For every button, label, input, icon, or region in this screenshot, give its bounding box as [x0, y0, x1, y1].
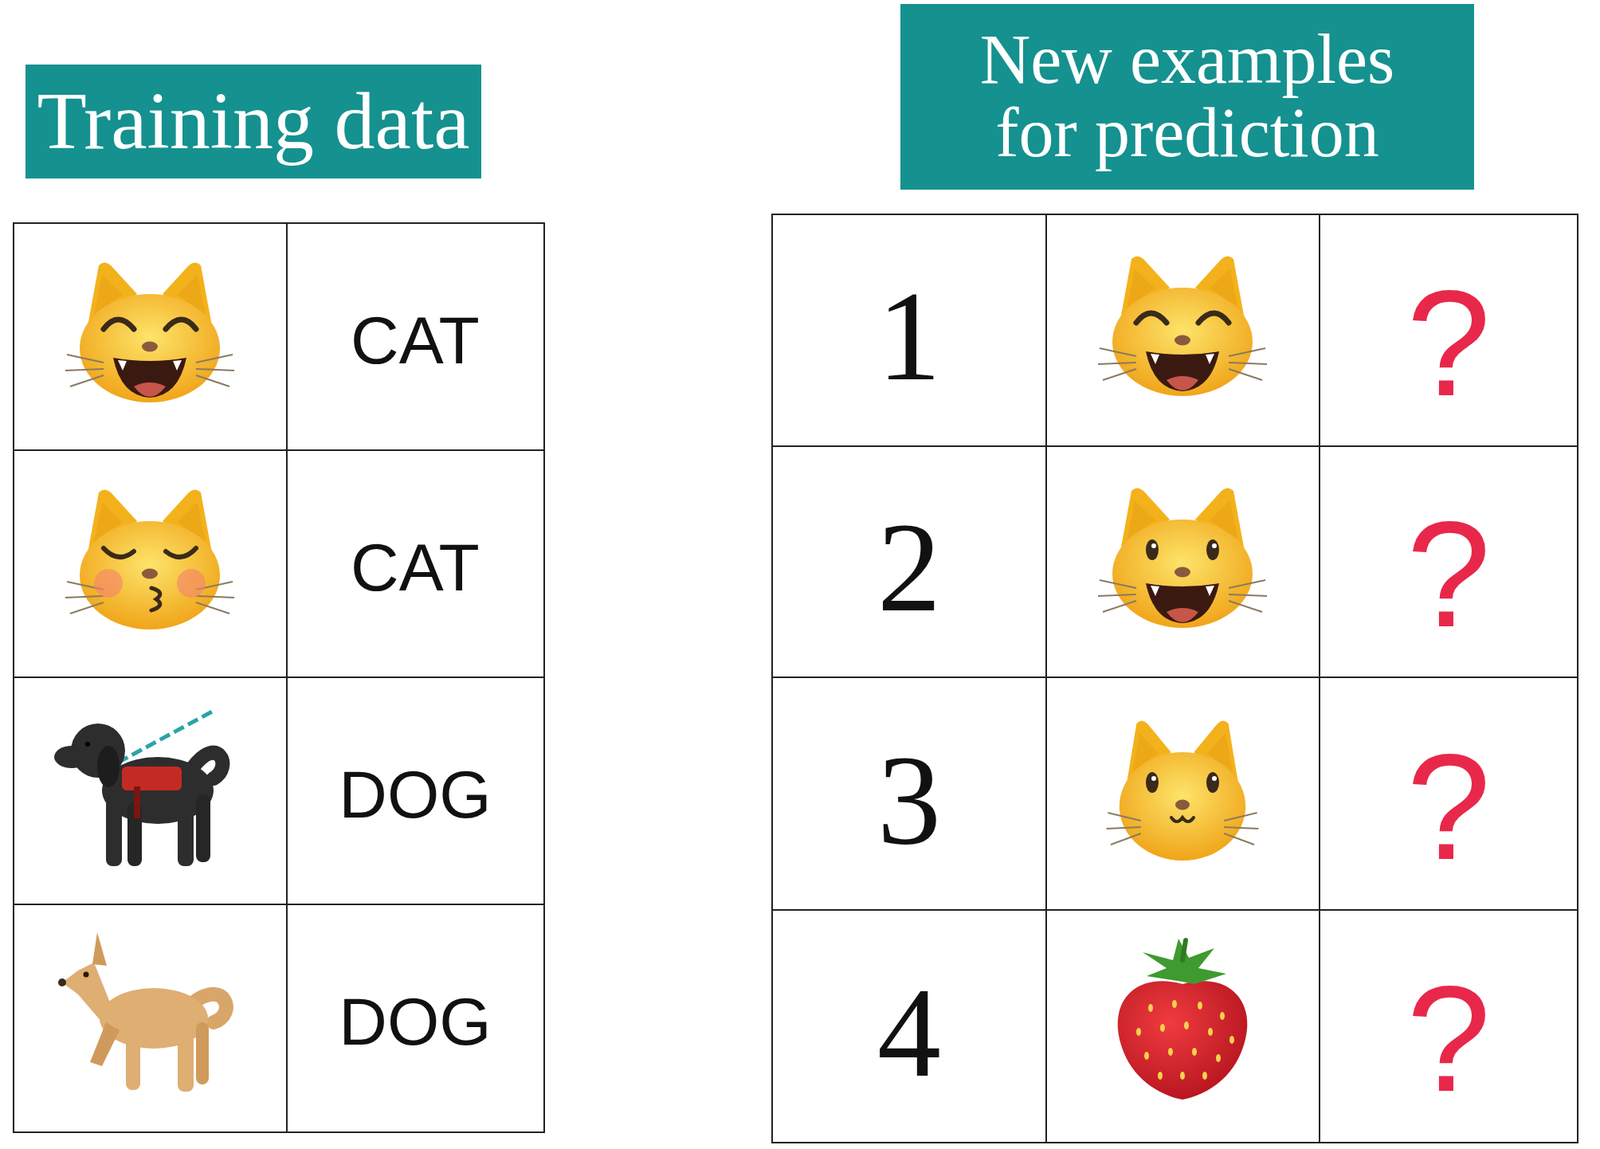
cat-emoji	[65, 262, 235, 404]
prediction-table-grid	[772, 214, 1578, 1143]
cat-emoji	[65, 490, 235, 631]
row-number: 4	[877, 968, 942, 1097]
training-table-grid	[13, 223, 545, 1133]
cat-emoji	[1098, 256, 1267, 397]
cat-emoji	[1098, 488, 1267, 629]
unknown-label: ?	[1406, 730, 1491, 883]
table-cell-label: CAT	[350, 533, 480, 601]
row-number: 2	[877, 503, 942, 632]
row-number: 1	[877, 272, 942, 400]
table-cell-label: DOG	[338, 760, 491, 828]
unknown-label: ?	[1406, 498, 1491, 650]
dog-emoji	[58, 932, 227, 1092]
unknown-label: ?	[1406, 266, 1491, 419]
title-box: New examples for prediction	[900, 3, 1475, 190]
unknown-label: ?	[1406, 962, 1491, 1114]
title-text: New examples for prediction	[956, 23, 1419, 171]
table-cell-label: CAT	[350, 306, 480, 374]
dog-emoji	[54, 710, 223, 867]
table-cell-label: DOG	[338, 988, 491, 1055]
row-number: 3	[877, 736, 942, 864]
cat-emoji	[1106, 721, 1259, 862]
strawberry-emoji	[1117, 938, 1248, 1100]
title-box: Training data	[25, 64, 482, 179]
title-text: Training data	[36, 72, 470, 170]
